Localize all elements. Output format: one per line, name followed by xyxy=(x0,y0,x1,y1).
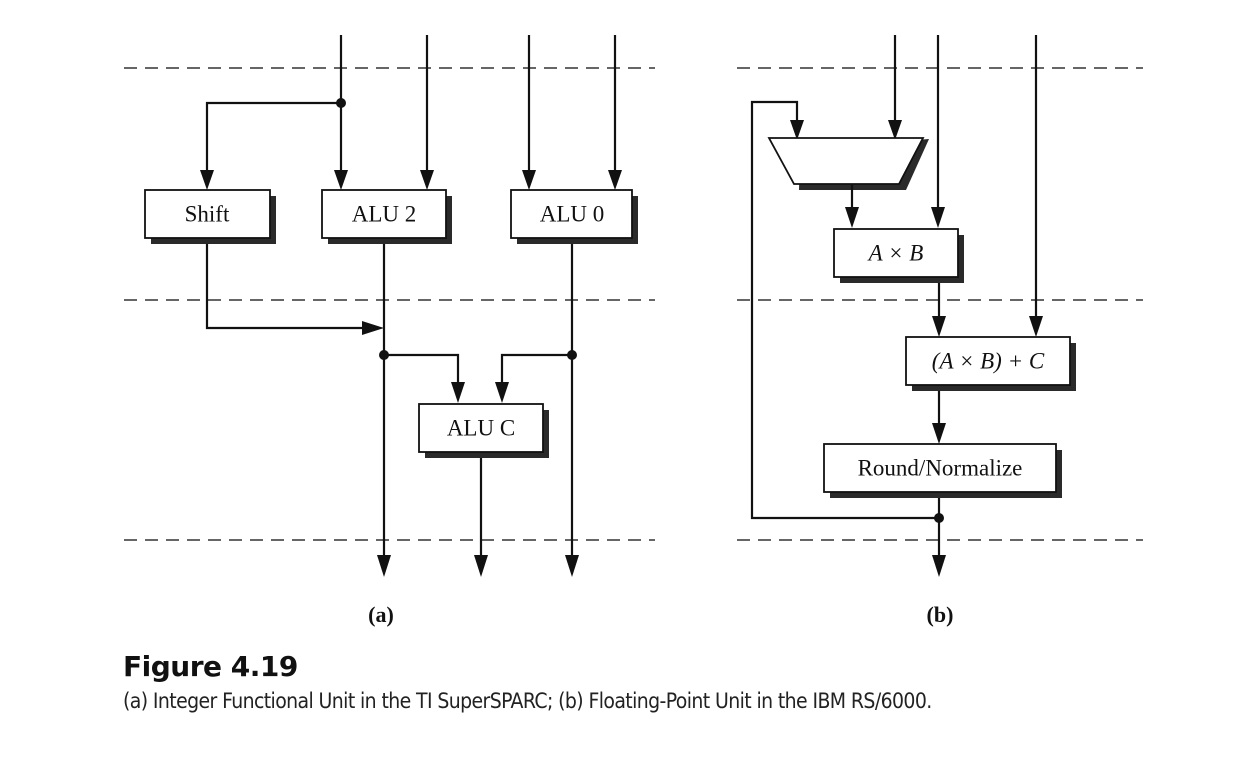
junction-dot xyxy=(336,98,346,108)
middle-wires-a xyxy=(205,244,574,560)
input-wires-b xyxy=(888,35,1043,337)
figure-caption: Figure 4.19 (a) Integer Functional Unit … xyxy=(123,650,1123,718)
aluc-label: ALU C xyxy=(447,416,515,441)
alu0-block: ALU 0 xyxy=(510,189,638,244)
multiply-label: A × B xyxy=(867,241,924,266)
junction-dot xyxy=(567,350,577,360)
alu0-label: ALU 0 xyxy=(540,202,605,227)
panel-b: A × B (A × B) + C Round/Normalize xyxy=(737,35,1143,627)
wire-add-to-round xyxy=(932,391,946,444)
panel-a: Shift ALU 2 ALU 0 xyxy=(124,35,655,627)
junction-dot xyxy=(934,513,944,523)
alu2-block: ALU 2 xyxy=(321,189,452,244)
round-normalize-block: Round/Normalize xyxy=(823,443,1062,498)
shift-label: Shift xyxy=(185,202,230,227)
panel-a-label: (a) xyxy=(368,602,394,627)
input-wires-a xyxy=(205,35,617,185)
figure-number: Figure 4.19 xyxy=(123,650,298,683)
round-normalize-label: Round/Normalize xyxy=(858,456,1023,481)
arrowheads-a-top xyxy=(200,170,622,190)
wire-multiply-to-add xyxy=(932,283,946,337)
multiply-add-label: (A × B) + C xyxy=(932,349,1045,374)
multiply-add-block: (A × B) + C xyxy=(905,336,1076,391)
panel-b-label: (b) xyxy=(927,602,954,627)
output-wire-b xyxy=(932,498,946,577)
aluc-block: ALU C xyxy=(418,403,549,458)
shift-block: Shift xyxy=(144,189,276,244)
wire-mux-to-multiply xyxy=(845,184,859,228)
figure-caption-text: (a) Integer Functional Unit in the TI Su… xyxy=(123,689,932,713)
mux-block xyxy=(767,137,929,190)
multiply-block: A × B xyxy=(833,228,964,283)
output-wires-a xyxy=(377,458,579,577)
junction-dot xyxy=(379,350,389,360)
alu2-label: ALU 2 xyxy=(352,202,417,227)
feedback-loop xyxy=(750,100,939,520)
